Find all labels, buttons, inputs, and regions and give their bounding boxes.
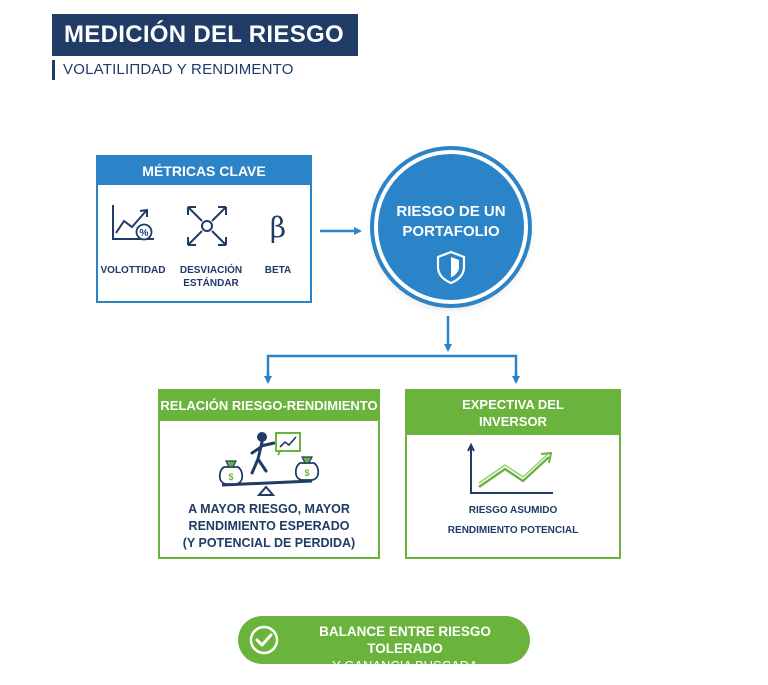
balance-scale-person-icon: $ $ [218,432,320,496]
page-subtitle: VOLATILIΠDAD Y RENDIMENTO [52,60,294,80]
svg-text:$: $ [304,468,309,478]
investor-line1: RIESGO ASUMIDO [468,505,558,516]
metric-label-volatility: VOLOTTIDAD [100,265,166,276]
expand-arrows-icon [187,206,227,246]
metric-label-std-deviation: DESVIACIÓN ESTÁNDAR [168,264,254,290]
portfolio-risk-line2: PORTAFOLIO [402,223,500,240]
portfolio-risk-line1: RIESGO DE UN [396,203,506,220]
trend-percent-icon: % [112,205,154,241]
portfolio-risk-label: RIESGO DE UN PORTAFOLIO [378,202,524,242]
metrics-title: MÉTRICAS CLAVE [98,157,310,185]
portfolio-risk-node: RIESGO DE UN PORTAFOLIO [374,150,528,304]
line-chart-icon [467,442,553,494]
investor-title-line1: EXPECTIVA DEL [462,397,564,412]
svg-text:$: $ [228,472,233,482]
page-title: MEDICIÓN DEL RIESGO [52,14,358,56]
risk-return-description: A MAYOR RIESGO, MAYOR RENDIMIENTO ESPERA… [160,501,378,552]
investor-title-line2: INVERSOR [479,414,547,429]
investor-line2: RENDIMIENTO POTENCIAL [447,525,579,536]
balance-banner: BALANCE ENTRE RIESGO TOLERADO Y GANANCIA… [238,616,530,673]
investor-expectation-box: EXPECTIVA DEL INVERSOR RIESGO ASUMIDO RE… [405,389,621,559]
metrics-box: MÉTRICAS CLAVE % VOLOTTIDAD DESVIACIÓN E… [96,155,312,303]
risk-return-line3: (Y POTENCIAL DE PERDIDA) [182,536,356,550]
risk-return-title: RELACIÓN RIESGO-RENDIMIENTO [160,391,378,421]
risk-return-box: RELACIÓN RIESGO-RENDIMIENTO $ $ A MAYOR … [158,389,380,559]
metric-label-std-deviation-line1: DESVIACIÓN [179,265,243,276]
balance-line1: BALANCE ENTRE RIESGO TOLERADO [319,624,491,656]
risk-return-line1: A MAYOR RIESGO, MAYOR [188,502,350,516]
metric-label-std-deviation-line2: ESTÁNDAR [183,278,239,289]
investor-expectation-title: EXPECTIVA DEL INVERSOR [407,391,619,435]
svg-text:%: % [140,228,149,239]
beta-icon: β [269,211,287,244]
investor-expectation-description: RIESGO ASUMIDO RENDIMIENTO POTENCIAL [407,501,619,541]
shield-icon [436,250,466,285]
checkmark-icon [249,625,279,655]
risk-return-line2: RENDIMIENTO ESPERADO [188,519,350,533]
branch-connector [266,354,518,380]
balance-label: BALANCE ENTRE RIESGO TOLERADO Y GANANCIA… [288,623,522,674]
balance-line2: Y GANANCIA BUSCADA [332,658,478,673]
metric-label-beta: BETA [264,265,292,276]
